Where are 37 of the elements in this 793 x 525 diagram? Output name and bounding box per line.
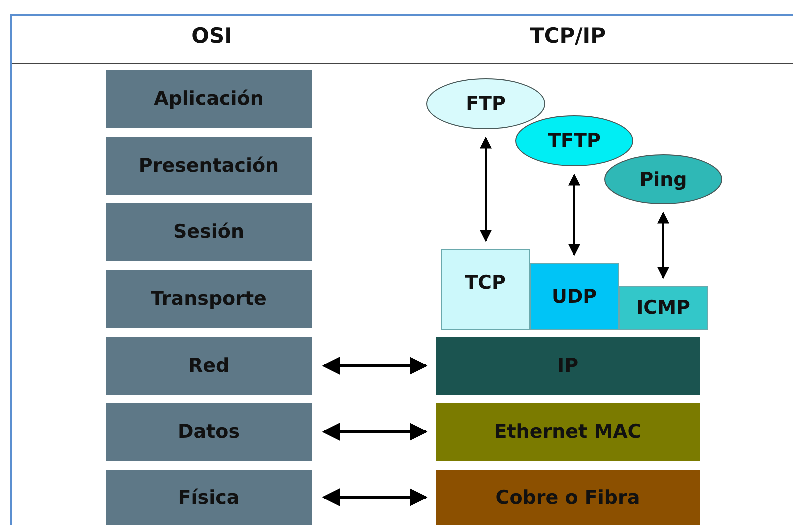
layer-label: ICMP bbox=[636, 297, 690, 319]
layer-box bbox=[106, 337, 312, 395]
layer-box bbox=[106, 270, 312, 328]
layer-box bbox=[436, 470, 700, 525]
double-arrow bbox=[322, 423, 428, 441]
double-arrow bbox=[322, 357, 428, 375]
layer-box bbox=[530, 263, 619, 330]
layer-box bbox=[441, 249, 530, 330]
layer-label: Cobre o Fibra bbox=[496, 486, 640, 508]
layer-label: Aplicación bbox=[154, 88, 264, 110]
layer-label: Ping bbox=[640, 168, 688, 190]
layer-box bbox=[106, 470, 312, 525]
layer-label: Presentación bbox=[138, 155, 280, 177]
layer-label: FTP bbox=[466, 93, 506, 115]
layer-label: Física bbox=[178, 486, 240, 508]
layer-label: Sesión bbox=[174, 221, 244, 243]
layer-box bbox=[619, 286, 708, 330]
column-heading: OSI bbox=[192, 24, 232, 48]
double-arrow bbox=[658, 212, 670, 280]
column-heading: TCP/IP bbox=[530, 24, 606, 48]
layer-label: TFTP bbox=[548, 130, 601, 152]
layer-box bbox=[436, 337, 700, 395]
layer-box bbox=[436, 403, 700, 461]
layer-box bbox=[106, 70, 312, 128]
double-arrow bbox=[322, 488, 428, 506]
double-arrow bbox=[480, 136, 492, 242]
layer-label: Ethernet MAC bbox=[494, 421, 642, 443]
layer-label: IP bbox=[558, 355, 578, 377]
layer-box bbox=[106, 137, 312, 195]
layer-box bbox=[106, 203, 312, 261]
layer-label: TCP bbox=[465, 272, 506, 294]
layer-label: Datos bbox=[178, 421, 240, 443]
layer-label: UDP bbox=[552, 286, 598, 308]
layer-label: Transporte bbox=[151, 288, 267, 310]
layer-box bbox=[106, 403, 312, 461]
double-arrow bbox=[568, 174, 580, 256]
layer-label: Red bbox=[188, 355, 230, 377]
